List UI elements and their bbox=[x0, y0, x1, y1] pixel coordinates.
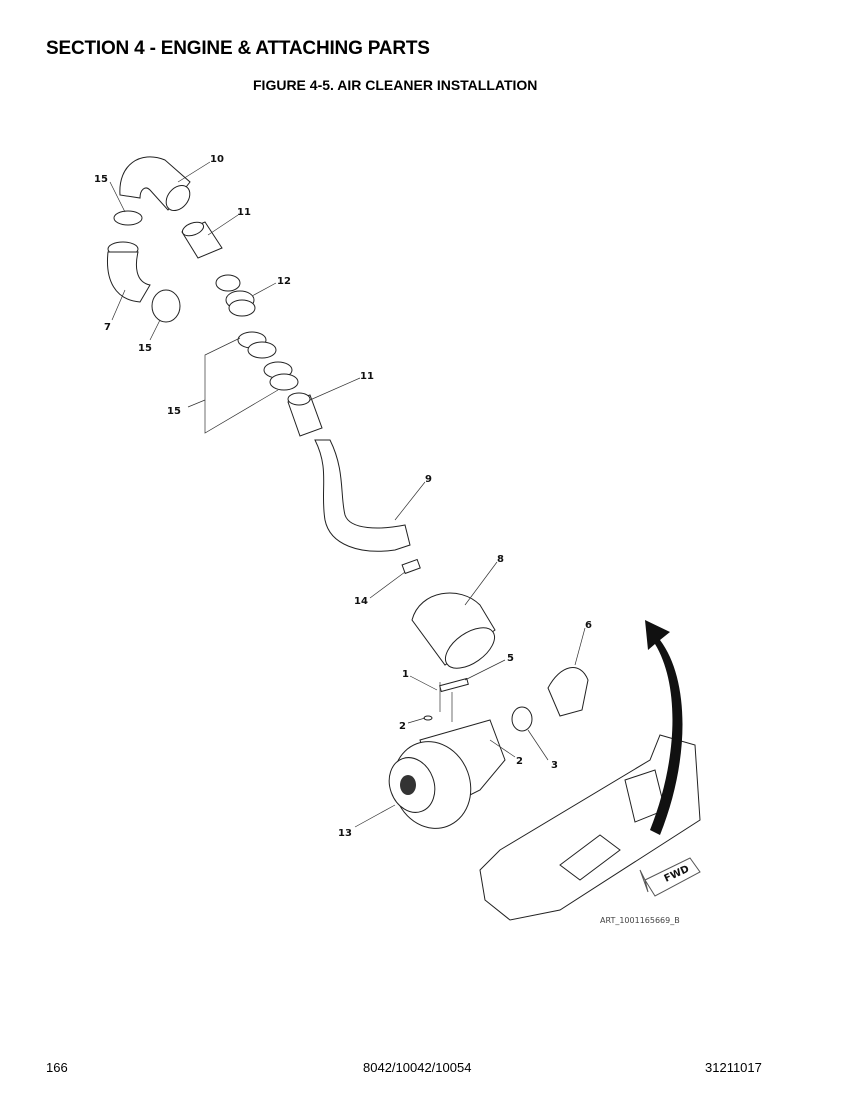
part-9-hose bbox=[314, 439, 411, 552]
callout-2: 2 bbox=[516, 756, 523, 767]
callout-7: 7 bbox=[104, 322, 111, 333]
leader-lines bbox=[109, 161, 586, 828]
part-14-fitting bbox=[401, 558, 421, 575]
document-number: 31211017 bbox=[705, 1060, 762, 1075]
part-5-gasket bbox=[439, 677, 469, 693]
callout-5: 5 bbox=[507, 653, 514, 664]
part-2-washer bbox=[423, 715, 433, 721]
callout-9: 9 bbox=[425, 474, 432, 485]
callout-2: 2 bbox=[399, 721, 406, 732]
part-7-elbow bbox=[106, 241, 151, 303]
part-3-clamp bbox=[511, 706, 533, 732]
callout-12: 12 bbox=[277, 276, 291, 287]
art-id: ART_1001165669_B bbox=[600, 916, 680, 925]
callout-11: 11 bbox=[360, 371, 374, 382]
callout-3: 3 bbox=[551, 760, 558, 771]
figure-title: FIGURE 4-5. AIR CLEANER INSTALLATION bbox=[253, 77, 538, 93]
callout-13: 13 bbox=[338, 828, 352, 839]
fwd-direction-arrow bbox=[645, 620, 683, 835]
part-11-sleeve bbox=[287, 392, 323, 437]
machine-frame bbox=[479, 734, 701, 921]
part-12-adapter bbox=[215, 274, 256, 317]
callout-15: 15 bbox=[167, 406, 181, 417]
part-15-clamp bbox=[151, 289, 181, 323]
callout-6: 6 bbox=[585, 620, 592, 631]
page-number: 166 bbox=[46, 1060, 68, 1075]
callout-15: 15 bbox=[138, 343, 152, 354]
callout-15: 15 bbox=[94, 174, 108, 185]
part-15-clamps bbox=[237, 331, 299, 391]
part-15-clamp bbox=[113, 210, 143, 226]
callout-14: 14 bbox=[354, 596, 368, 607]
part-6-elbow bbox=[547, 667, 589, 717]
callout-10: 10 bbox=[210, 154, 224, 165]
part-8-rain-hood bbox=[411, 592, 496, 666]
fwd-indicator: FWD bbox=[639, 857, 701, 897]
callout-8: 8 bbox=[497, 554, 504, 565]
callout-11: 11 bbox=[237, 207, 251, 218]
model-numbers: 8042/10042/10054 bbox=[363, 1060, 472, 1075]
part-13-air-cleaner bbox=[388, 719, 506, 829]
part-11-sleeve bbox=[181, 221, 223, 259]
part-10-elbow-hose bbox=[119, 156, 191, 212]
callout-1: 1 bbox=[402, 669, 409, 680]
section-title: SECTION 4 - ENGINE & ATTACHING PARTS bbox=[46, 38, 430, 59]
